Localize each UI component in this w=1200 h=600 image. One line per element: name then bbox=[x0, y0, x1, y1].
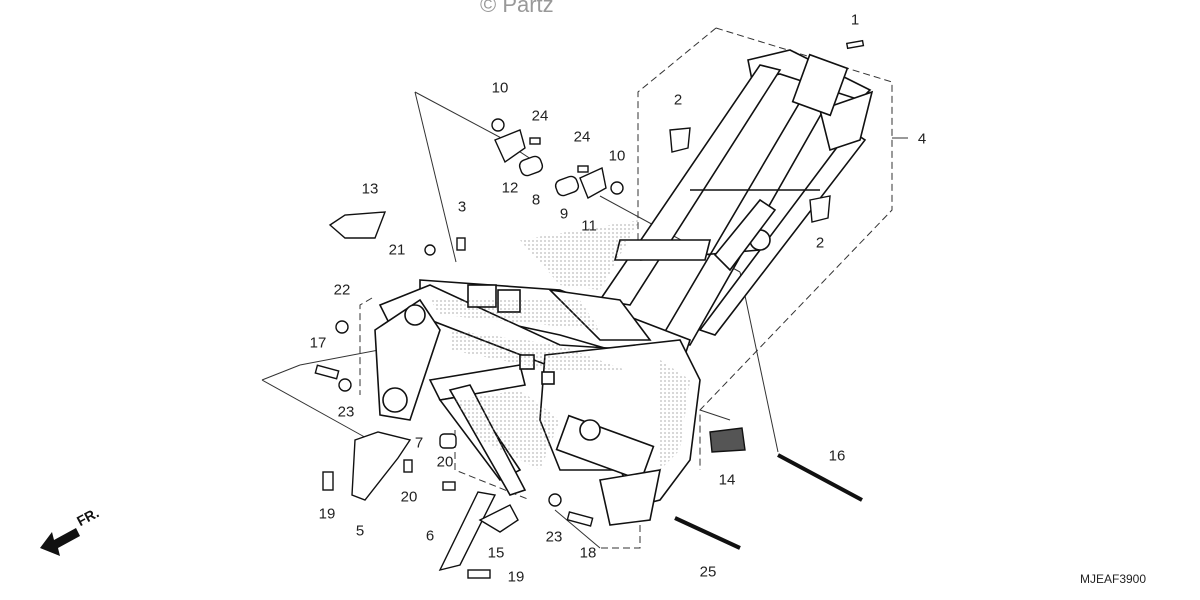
callout-8: 8 bbox=[531, 191, 541, 209]
callout-20: 20 bbox=[400, 488, 418, 506]
callout-23: 23 bbox=[545, 528, 563, 546]
callout-23: 23 bbox=[337, 403, 355, 421]
callout-20: 20 bbox=[436, 453, 454, 471]
callout-12: 12 bbox=[501, 179, 519, 197]
callout-10: 10 bbox=[608, 147, 626, 165]
callout-13: 13 bbox=[361, 180, 379, 198]
callout-9: 9 bbox=[559, 205, 569, 223]
callout-10: 10 bbox=[491, 79, 509, 97]
callout-3: 3 bbox=[457, 198, 467, 216]
callout-15: 15 bbox=[487, 544, 505, 562]
callout-24: 24 bbox=[573, 128, 591, 146]
callout-22: 22 bbox=[333, 281, 351, 299]
watermark: © Partz bbox=[480, 0, 554, 17]
callout-6: 6 bbox=[425, 527, 435, 545]
arrow-left-icon bbox=[40, 528, 80, 556]
callout-17: 17 bbox=[309, 334, 327, 352]
callout-25: 25 bbox=[699, 563, 717, 581]
callout-19: 19 bbox=[318, 505, 336, 523]
leader-lines bbox=[261, 91, 908, 549]
frame-shading bbox=[430, 220, 690, 470]
callout-2: 2 bbox=[673, 91, 683, 109]
callout-21: 21 bbox=[388, 241, 406, 259]
callout-5: 5 bbox=[355, 522, 365, 540]
callout-14: 14 bbox=[718, 471, 736, 489]
diagram-code: MJEAF3900 bbox=[1080, 572, 1147, 586]
callout-19: 19 bbox=[507, 568, 525, 586]
small-parts bbox=[314, 39, 865, 579]
callout-1: 1 bbox=[850, 11, 860, 29]
callout-24: 24 bbox=[531, 107, 549, 125]
callout-4: 4 bbox=[917, 130, 927, 148]
callout-2: 2 bbox=[815, 234, 825, 252]
callout-16: 16 bbox=[828, 447, 846, 465]
callout-18: 18 bbox=[579, 544, 597, 562]
callout-7: 7 bbox=[414, 434, 424, 452]
callout-11: 11 bbox=[581, 217, 597, 235]
